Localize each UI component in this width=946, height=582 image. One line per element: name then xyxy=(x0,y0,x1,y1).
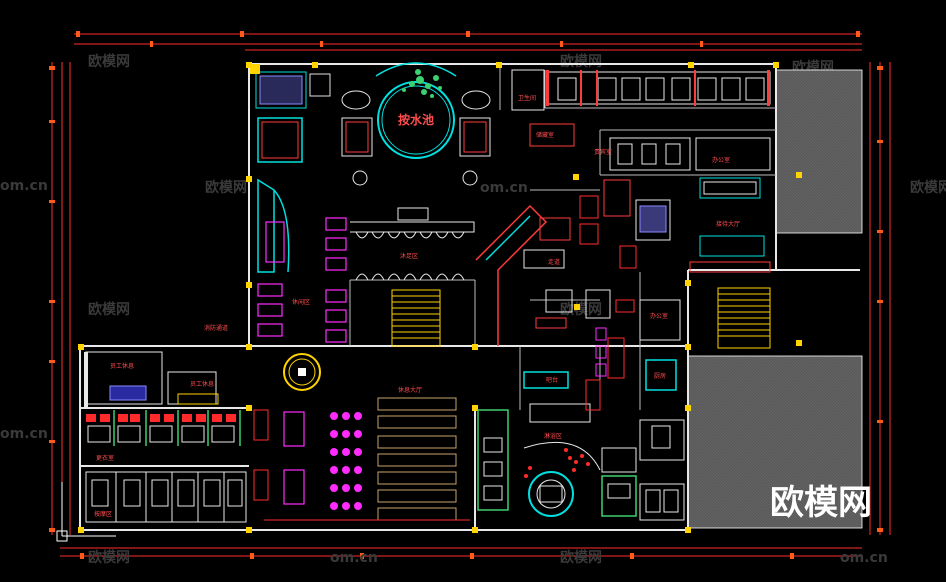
staff-rooms xyxy=(84,351,219,408)
label-restroom: 卫生间 xyxy=(518,94,536,102)
watermark-site-3: om.cn xyxy=(0,426,48,442)
reception xyxy=(603,179,771,273)
pool-area: 按水池 xyxy=(341,62,491,186)
watermark-logo-6: 欧模网 xyxy=(88,301,130,318)
watermark-logo-1: 欧模网 xyxy=(88,53,130,70)
restroom-block: 卫生间 储藏室 xyxy=(511,69,575,147)
watermark-site-1: om.cn xyxy=(0,178,48,194)
watermark-logo-10: 欧模网 xyxy=(560,549,602,566)
label-corridor: 走道 xyxy=(548,258,560,266)
watermark-site-2: om.cn xyxy=(480,180,528,196)
watermark-logo-9: 欧模网 xyxy=(88,549,130,566)
kitchen-bar xyxy=(523,299,681,423)
label-office-2: 办公室 xyxy=(650,312,668,320)
vip-rooms xyxy=(609,137,771,199)
columns xyxy=(78,62,802,533)
label-massage-area: 按摩区 xyxy=(94,510,112,518)
watermark-logo-main: 欧模网 xyxy=(770,483,872,523)
label-foot-area: 沐足区 xyxy=(400,252,418,260)
staircase-right xyxy=(717,287,771,349)
label-entrance: 消防通道 xyxy=(204,324,228,332)
foot-area xyxy=(350,207,475,281)
watermark-site-4: om.cn xyxy=(840,550,888,566)
label-vip: 贵宾室 xyxy=(594,148,612,156)
red-fixtures xyxy=(253,195,637,521)
ucs-axis-icon xyxy=(56,482,116,542)
shower-stones xyxy=(524,448,590,478)
lounge-couches xyxy=(257,217,347,343)
walls-inner xyxy=(349,64,776,410)
label-staff-rest-2: 员工休息 xyxy=(190,380,214,388)
label-shower: 淋浴区 xyxy=(544,432,562,440)
watermark-logo-2: 欧模网 xyxy=(560,53,602,70)
watermark-logo-7: 欧模网 xyxy=(560,301,602,318)
dimension-ticks xyxy=(49,31,883,559)
pool-label: 按水池 xyxy=(398,112,434,127)
label-bar: 吧台 xyxy=(546,376,558,384)
label-office-1: 办公室 xyxy=(712,156,730,164)
lobby-seating xyxy=(283,353,457,521)
changing-row xyxy=(86,410,241,446)
label-kitchen: 厨房 xyxy=(654,372,666,380)
pool-arch xyxy=(375,62,457,77)
label-changing: 更衣室 xyxy=(96,454,114,462)
watermark-site-5: om.cn xyxy=(330,550,378,566)
top-left-room xyxy=(250,64,331,273)
shower-cluster xyxy=(477,409,685,521)
bottom-massage-beds xyxy=(85,471,247,523)
watermark-logo-5: 欧模网 xyxy=(910,179,946,196)
hatched-zone-bottom-right xyxy=(687,355,863,529)
massage-rooms-row-accents xyxy=(546,70,770,106)
watermark-logo-4: 欧模网 xyxy=(205,179,247,196)
label-reception: 接待大厅 xyxy=(716,220,740,228)
hatched-zone-top-right xyxy=(775,69,863,234)
label-lobby: 休息大厅 xyxy=(398,386,422,394)
staircase-middle xyxy=(391,289,441,347)
label-storage: 储藏室 xyxy=(536,131,554,139)
center-corridor xyxy=(475,204,611,346)
label-staff-rest-1: 员工休息 xyxy=(110,362,134,370)
label-lounge: 休闲区 xyxy=(292,298,310,306)
